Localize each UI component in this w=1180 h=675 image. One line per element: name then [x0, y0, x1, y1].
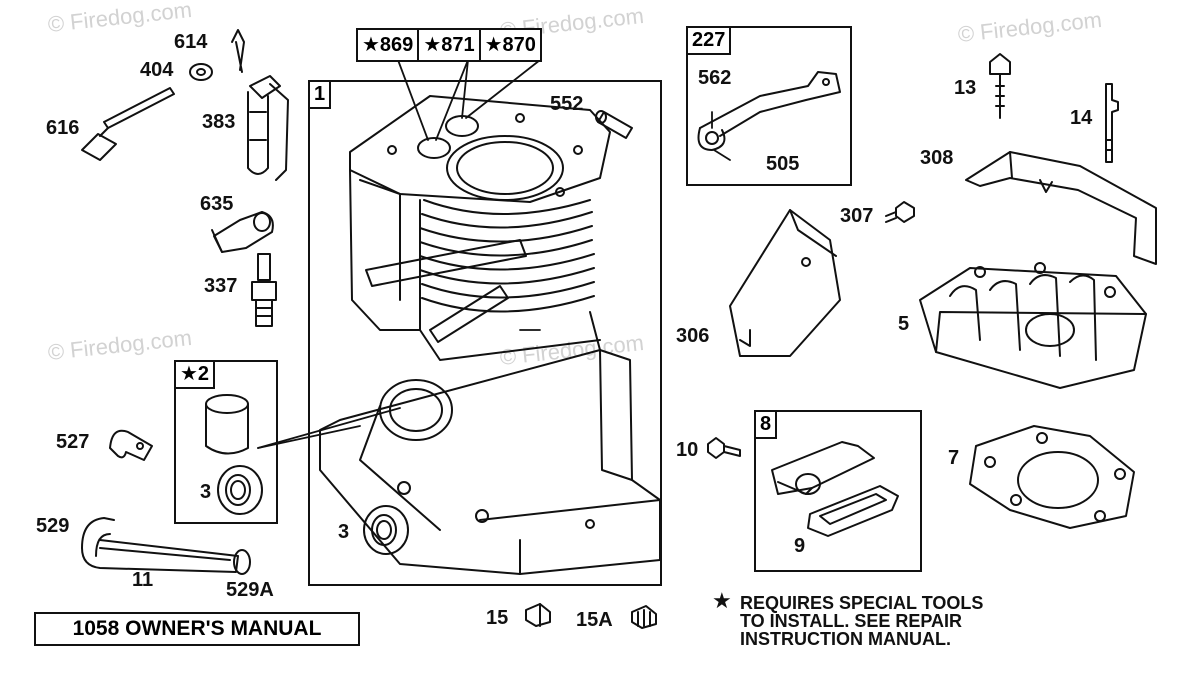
stud-14 [1105, 83, 1119, 163]
label-616: 616 [46, 117, 80, 139]
label-383: 383 [202, 111, 236, 133]
box-label-8: 8 [754, 410, 778, 439]
note-line-1: REQUIRES SPECIAL TOOLS [740, 593, 984, 613]
special-tools-note: ★ REQUIRES SPECIAL TOOLS TO INSTALL. SEE… [712, 588, 984, 649]
note-line-3: INSTRUCTION MANUAL. [740, 629, 951, 649]
box-label-227: 227 [686, 26, 732, 55]
label-337: 337 [204, 275, 238, 297]
label-7: 7 [948, 447, 960, 469]
dowel-pin-552 [595, 110, 633, 139]
note-star-icon: ★ [712, 588, 732, 613]
washer-404 [189, 63, 213, 81]
label-9: 9 [794, 535, 806, 557]
breather-assembly-8 [771, 441, 875, 495]
label-14: 14 [1070, 107, 1093, 129]
label-635: 635 [200, 193, 234, 215]
label-5: 5 [898, 313, 910, 335]
owners-manual-label: 1058 OWNER'S MANUAL [34, 612, 360, 646]
label-308: 308 [920, 147, 954, 169]
label-614: 614 [174, 31, 208, 53]
special-tools-callout: ★869 ★871 ★870 [356, 28, 542, 62]
label-3-kit: 3 [200, 481, 212, 503]
cylinder-group-box [308, 80, 662, 586]
label-13: 13 [954, 77, 977, 99]
screw-307 [885, 201, 915, 223]
note-line-2: TO INSTALL. SEE REPAIR [740, 611, 963, 631]
plug-15a [631, 605, 657, 629]
label-529: 529 [36, 515, 70, 537]
callout-869: ★869 [358, 30, 420, 60]
screw-10 [707, 437, 741, 459]
spark-plug-337 [251, 253, 277, 327]
governor-lever-616 [81, 87, 175, 161]
label-552: 552 [550, 93, 584, 115]
governor-lever-562 [697, 71, 841, 151]
label-3: 3 [338, 521, 350, 543]
label-10: 10 [676, 439, 699, 461]
box-label-2: ★2 [174, 360, 216, 389]
label-11: 11 [132, 569, 154, 591]
label-562: 562 [698, 67, 732, 89]
label-307: 307 [840, 205, 874, 227]
head-gasket-7 [969, 425, 1135, 529]
cylinder-head-5 [919, 262, 1147, 389]
governor-shaft-383 [247, 75, 289, 181]
clamp-527 [109, 429, 153, 461]
label-527: 527 [56, 431, 90, 453]
hairpin-clip-614 [231, 29, 245, 73]
label-15a: 15A [576, 609, 613, 631]
label-404: 404 [140, 59, 174, 81]
label-15: 15 [486, 607, 509, 629]
callout-871: ★871 [419, 30, 481, 60]
breather-tube-11 [81, 517, 251, 575]
cylinder-shroud-308 [965, 151, 1157, 265]
air-baffle-306 [729, 209, 841, 357]
oil-seal-3a [217, 465, 263, 515]
spark-plug-boot-635 [211, 211, 274, 253]
valve-kit-box [754, 410, 922, 572]
leader-lines [257, 59, 731, 449]
plug-15 [525, 603, 551, 627]
bushing-2 [205, 394, 249, 455]
lever-kit-box [686, 26, 852, 186]
oil-seal-3b [363, 505, 409, 555]
callout-870: ★870 [484, 34, 536, 56]
seal-kit-box [174, 360, 278, 524]
label-505: 505 [766, 153, 800, 175]
bolt-13 [989, 53, 1011, 119]
label-306: 306 [676, 325, 710, 347]
box-label-1: 1 [308, 80, 332, 109]
gasket-9 [807, 485, 899, 537]
label-529a: 529A [226, 579, 274, 601]
